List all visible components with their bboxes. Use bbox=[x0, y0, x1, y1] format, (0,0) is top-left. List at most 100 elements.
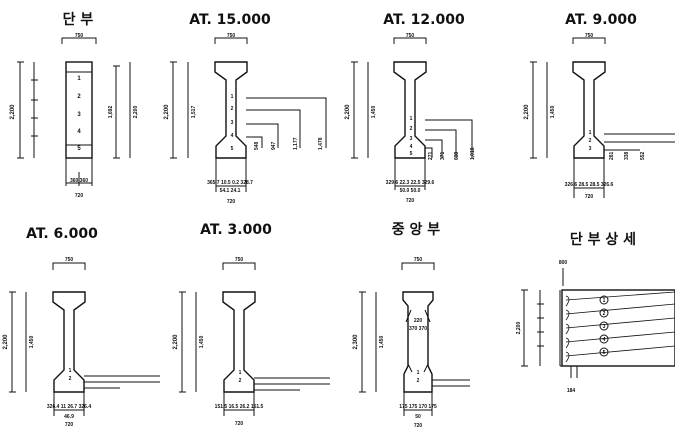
tendon-number: 1 bbox=[77, 76, 81, 82]
tendon-number: 2 bbox=[603, 311, 606, 317]
section-at-9000: AT. 9.000 750 1 2 3 2,200 1,450 281 338 … bbox=[524, 12, 675, 200]
left-dim-line bbox=[17, 61, 24, 159]
tendon-circle bbox=[599, 295, 609, 305]
right-dim-label: 2,200 bbox=[133, 106, 139, 119]
dim-label: 548 bbox=[254, 141, 260, 150]
top-dim-bracket bbox=[401, 262, 435, 270]
bottom-dim-lines bbox=[215, 158, 247, 192]
end-detail: 단 부 상 세 800 1 2 3 4 5 2,200 184 bbox=[516, 231, 675, 394]
dim-label: 1,478 bbox=[318, 137, 324, 150]
tendon-leader-lines bbox=[254, 377, 330, 391]
bottom-dim-label: 329.6 22.3 22.5 329.6 bbox=[386, 180, 435, 186]
bottom-dim-label: 54.1 24.1 bbox=[220, 188, 241, 194]
bottom-dim-label: 326.4 11 26.7 326.4 bbox=[47, 404, 91, 410]
height-label: 2,200 bbox=[173, 334, 179, 350]
title-at-12000: AT. 12.000 bbox=[383, 12, 465, 28]
bottom-dim-label: 360 360 bbox=[70, 178, 88, 184]
height-label: 2,200 bbox=[164, 104, 170, 120]
section-at-15000: AT. 15.000 750 1 2 3 4 5 2,200 1,517 548… bbox=[164, 12, 327, 205]
dim-label: 1,517 bbox=[191, 106, 197, 119]
tendon-leader-lines bbox=[84, 375, 160, 389]
bottom-dim-lines bbox=[394, 158, 426, 190]
tendon-number: 3 bbox=[589, 146, 592, 152]
tendon-leader-lines bbox=[604, 133, 675, 151]
section-at-12000: AT. 12.000 750 1 2 3 4 5 2,200 1,450 271… bbox=[345, 12, 476, 204]
bottom-dim-lines bbox=[53, 392, 85, 416]
top-width-label: 750 bbox=[75, 33, 84, 39]
section-at-3000: AT. 3.000 750 1 2 2,200 1,450 151.5 16.5… bbox=[173, 222, 330, 427]
height-label: 2,200 bbox=[10, 104, 16, 120]
left-dim-line bbox=[179, 291, 197, 393]
height-label: 2,200 bbox=[3, 334, 9, 350]
top-dim-bracket bbox=[572, 37, 606, 44]
dim-label: 1,450 bbox=[29, 336, 35, 349]
dim-label: 338 bbox=[624, 151, 630, 160]
tendon-circle bbox=[599, 321, 609, 331]
base-width-label: 720 bbox=[406, 198, 415, 204]
mid-dim-label: 220 bbox=[414, 318, 423, 324]
tendon-number: 1 bbox=[417, 370, 420, 376]
top-dim-bracket bbox=[222, 262, 256, 270]
tendon-number: 4 bbox=[603, 337, 606, 343]
top-width-label: 750 bbox=[585, 33, 594, 39]
title-at-15000: AT. 15.000 bbox=[189, 12, 271, 28]
tendon-spacing-dim bbox=[31, 62, 38, 158]
tendon-number: 2 bbox=[417, 378, 420, 384]
title-end-detail: 단 부 상 세 bbox=[570, 231, 636, 248]
tendon-circle bbox=[599, 308, 609, 318]
base-width-label: 720 bbox=[75, 193, 84, 199]
mid-section-outline bbox=[402, 291, 434, 393]
dim-label: 1,450 bbox=[371, 106, 377, 119]
tendon-number: 2 bbox=[239, 378, 242, 384]
bottom-dim-lines bbox=[223, 392, 255, 416]
dim-label: 1,177 bbox=[293, 137, 299, 150]
title-mid: 중 앙 부 bbox=[392, 221, 441, 238]
dim-label: 271 bbox=[428, 151, 434, 160]
dim-label: 1,450 bbox=[199, 336, 205, 349]
tendon-number: 4 bbox=[77, 129, 81, 135]
tendon-number: 4 bbox=[231, 133, 234, 139]
tendon-leader-lines bbox=[432, 379, 470, 387]
tendon-circle bbox=[599, 347, 609, 357]
dim-label: 1,450 bbox=[379, 336, 385, 349]
tendon-circles: 1 2 3 4 5 bbox=[599, 295, 609, 357]
tendon-circle bbox=[599, 334, 609, 344]
tendon-number: 1 bbox=[589, 130, 592, 136]
tendon-number: 2 bbox=[231, 106, 234, 112]
tendon-number: 3 bbox=[603, 324, 606, 330]
top-width-label: 750 bbox=[227, 33, 236, 39]
left-dim-line bbox=[351, 61, 369, 159]
bottom-dim-label: 175 175 170 175 bbox=[399, 404, 437, 410]
tendon-number: 1 bbox=[603, 298, 606, 304]
tendon-number: 3 bbox=[410, 136, 413, 142]
right-dim-label: 1,692 bbox=[108, 106, 114, 119]
detail-end-lines bbox=[559, 290, 578, 378]
tendon-number: 2 bbox=[69, 376, 72, 382]
title-at-3000: AT. 3.000 bbox=[200, 222, 272, 238]
title-at-9000: AT. 9.000 bbox=[565, 12, 637, 28]
top-dim-bracket bbox=[61, 37, 97, 44]
tendon-number: 1 bbox=[69, 368, 72, 374]
tendon-number: 5 bbox=[231, 146, 234, 152]
inner-chamfer-lines bbox=[405, 309, 431, 373]
base-width-label: 720 bbox=[585, 194, 594, 200]
detail-outline bbox=[561, 289, 675, 367]
dim-label: 638 bbox=[454, 151, 460, 160]
anchorage-curves bbox=[565, 295, 570, 363]
title-at-6000: AT. 6.000 bbox=[26, 226, 98, 242]
height-label: 2,200 bbox=[345, 104, 351, 120]
top-width-label: 750 bbox=[235, 257, 244, 263]
height-label: 2,300 bbox=[353, 334, 359, 350]
bottom-dim-label: 151.5 16.5 26.2 151.5 bbox=[215, 404, 264, 410]
section-at-6000: AT. 6.000 750 1 2 2,200 1,450 326.4 11 2… bbox=[3, 226, 160, 428]
tendon-number: 2 bbox=[589, 138, 592, 144]
detail-left-dims bbox=[521, 289, 544, 367]
bottom-dim-label: 326.6 28.5 28.5 326.6 bbox=[565, 182, 614, 188]
top-width-label: 750 bbox=[406, 33, 415, 39]
base-width-label: 720 bbox=[227, 199, 236, 205]
base-width-label: 720 bbox=[65, 422, 74, 428]
tendon-number: 5 bbox=[77, 146, 81, 152]
bottom-dim-label: 46.9 bbox=[64, 414, 74, 420]
dim-label: 947 bbox=[271, 141, 277, 150]
